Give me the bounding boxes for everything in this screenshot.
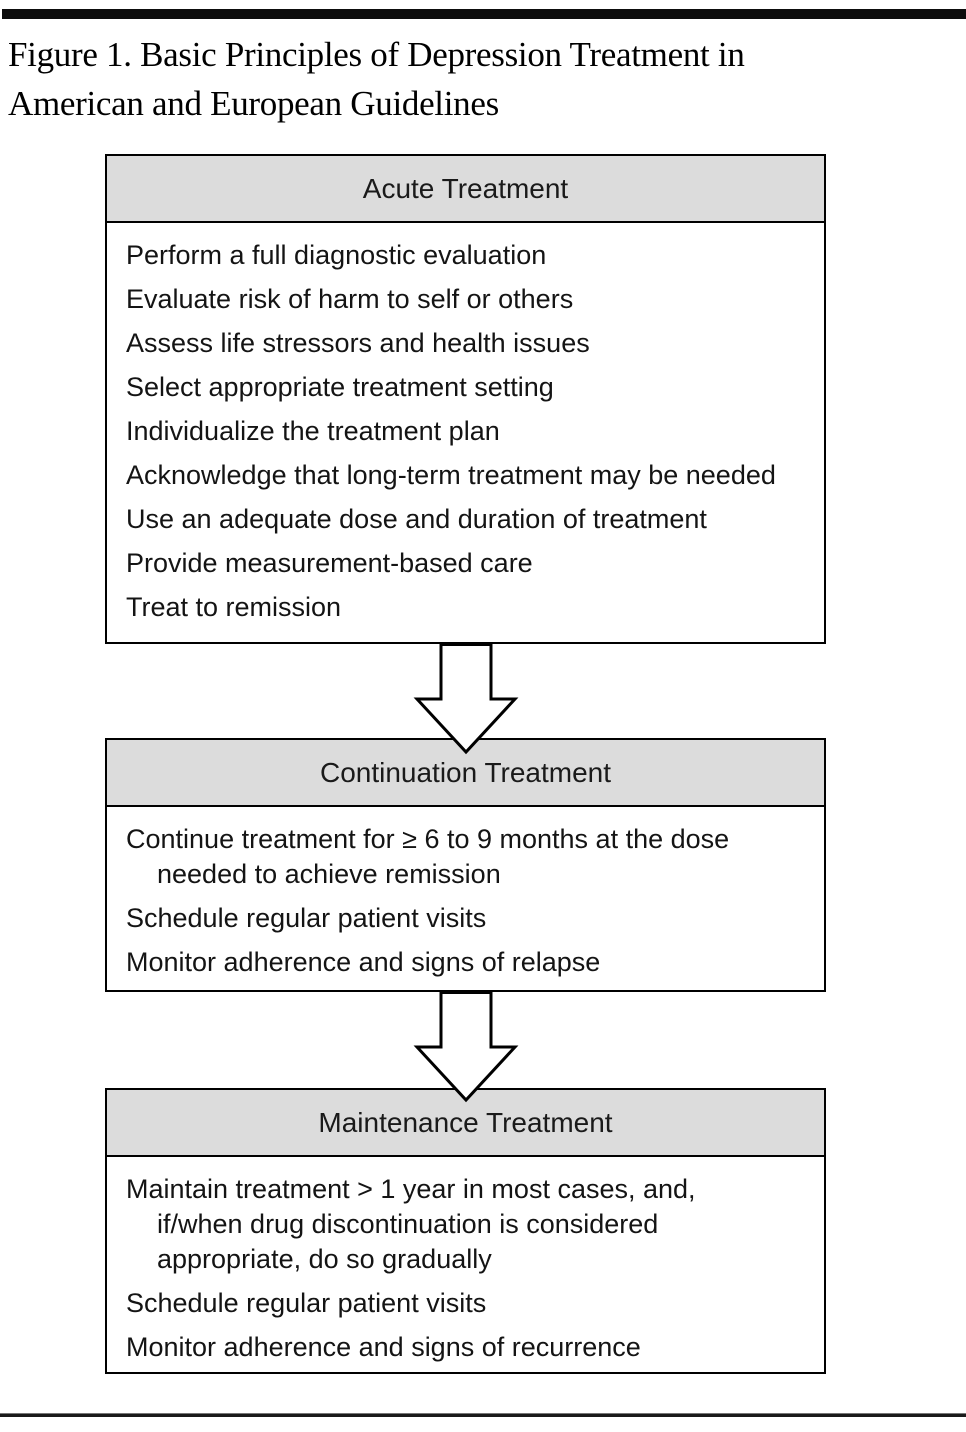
continuation-treatment-box: Continuation Treatment Continue treatmen… [105,738,826,992]
treatment-step: Continue treatment for ≥ 6 to 9 months a… [126,824,730,889]
treatment-step: Maintain treatment > 1 year in most case… [126,1174,696,1274]
treatment-step: Assess life stressors and health issues [126,328,590,358]
treatment-step: Individualize the treatment plan [126,416,500,446]
acute-treatment-box: Acute Treatment Perform a full diagnosti… [105,154,826,644]
treatment-step: Monitor adherence and signs of relapse [126,947,601,977]
treatment-step: Select appropriate treatment setting [126,372,554,402]
box-header-acute: Acute Treatment [107,156,824,223]
treatment-step: Evaluate risk of harm to self or others [126,284,574,314]
treatment-step: Monitor adherence and signs of recurrenc… [126,1332,641,1362]
maintenance-treatment-steps: Maintain treatment > 1 year in most case… [107,1157,824,1365]
box-header-maintenance: Maintenance Treatment [107,1090,824,1157]
treatment-step: Provide measurement-based care [126,548,533,578]
treatment-step: Acknowledge that long-term treatment may… [126,460,776,490]
top-rule [2,9,966,19]
down-arrow-icon [413,991,519,1103]
treatment-step: Use an adequate dose and duration of tre… [126,504,707,534]
treatment-step: Perform a full diagnostic evaluation [126,240,547,270]
bottom-rule [0,1413,966,1417]
treatment-step: Schedule regular patient visits [126,1288,487,1318]
down-arrow-icon [413,643,519,755]
figure-title: Figure 1. Basic Principles of Depression… [8,35,745,123]
continuation-treatment-steps: Continue treatment for ≥ 6 to 9 months a… [107,807,824,980]
maintenance-treatment-box: Maintenance Treatment Maintain treatment… [105,1088,826,1374]
treatment-step: Treat to remission [126,592,342,622]
treatment-step: Schedule regular patient visits [126,903,487,933]
